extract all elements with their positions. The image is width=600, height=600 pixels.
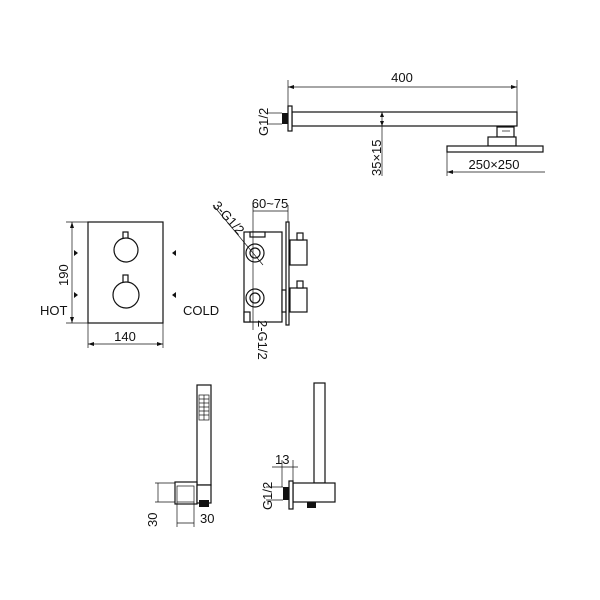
outlet-thread-label: 3-G1/2 [210,198,248,238]
valve-depth-dimension: 60~75 [252,196,289,211]
hand-shower: 30 30 [145,384,214,527]
plate-width-dimension: 140 [114,329,136,344]
control-plate-front: 190 140 HOT COLD [40,221,219,348]
outlet-projection-dimension: 13 [275,452,289,467]
head-size-dimension: 250×250 [469,157,520,172]
outlet-inlet-thread-label: G1/2 [260,482,275,510]
arm-inlet-thread-label: G1/2 [256,108,271,136]
arm-length-dimension: 400 [391,70,413,85]
wall-outlet-side: 13 G1/2 [260,382,336,510]
cold-label: COLD [183,303,219,318]
plate-height-dimension: 190 [56,264,71,286]
inlet-thread-label: 2-G1/2 [255,320,270,360]
arm-section-dimension: 35×15 [369,139,384,176]
overhead-shower-arm: 400 G1/2 35×15 [256,70,518,176]
hot-label: HOT [40,303,68,318]
nozzle-grid [198,394,210,421]
valve-body-side: 60~75 3-G1/2 2-G1/2 [210,196,308,360]
holder-height-dimension: 30 [145,513,160,527]
holder-width-dimension: 30 [200,511,214,526]
shower-head: 250×250 [446,126,545,176]
